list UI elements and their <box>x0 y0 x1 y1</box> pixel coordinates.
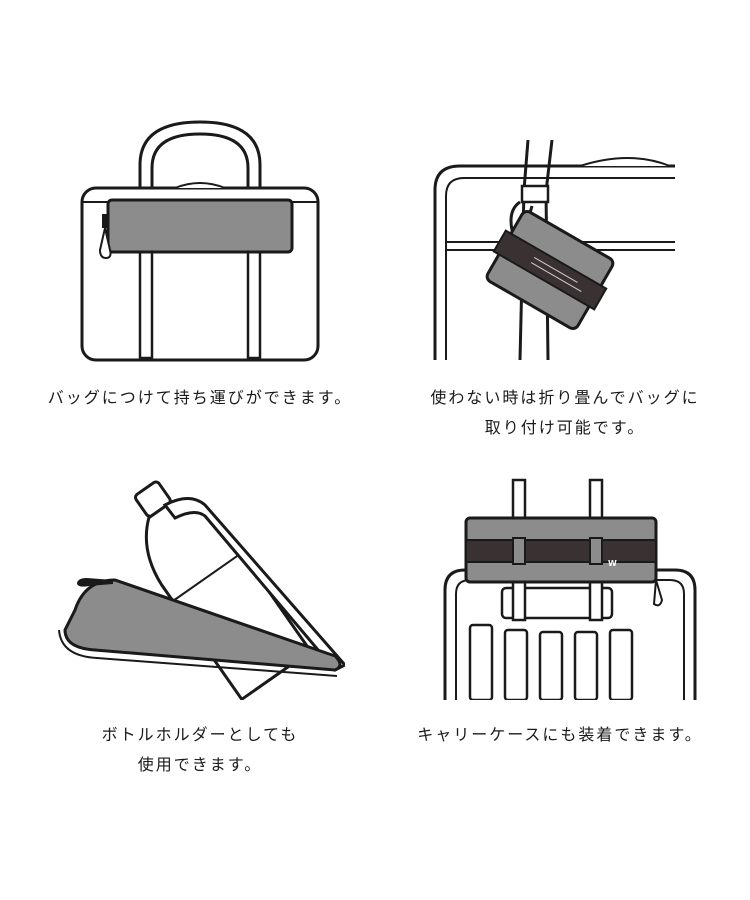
carry-case-illustration: W <box>443 478 697 700</box>
caption-line: ボトルホルダーとしても <box>101 725 299 744</box>
caption-carry-case: キャリーケースにも装着できます。 <box>380 720 740 750</box>
bag-with-holder-illustration <box>80 120 320 362</box>
caption-line: バッグにつけて持ち運びができます。 <box>47 388 353 407</box>
caption-line: 使用できます。 <box>137 755 263 774</box>
caption-line: 使わない時は折り畳んでバッグに <box>430 388 700 407</box>
caption-line: キャリーケースにも装着できます。 <box>417 725 703 744</box>
caption-bottle-holder: ボトルホルダーとしても 使用できます。 <box>15 720 385 780</box>
caption-folded-attach: 使わない時は折り畳んでバッグに 取り付け可能です。 <box>390 383 740 443</box>
bottle-holder-illustration <box>58 480 345 700</box>
caption-line: 取り付け可能です。 <box>484 418 646 437</box>
product-logo: W <box>608 559 617 568</box>
caption-bag-carry: バッグにつけて持ち運びができます。 <box>15 383 385 413</box>
folded-pouch-illustration <box>433 139 675 361</box>
